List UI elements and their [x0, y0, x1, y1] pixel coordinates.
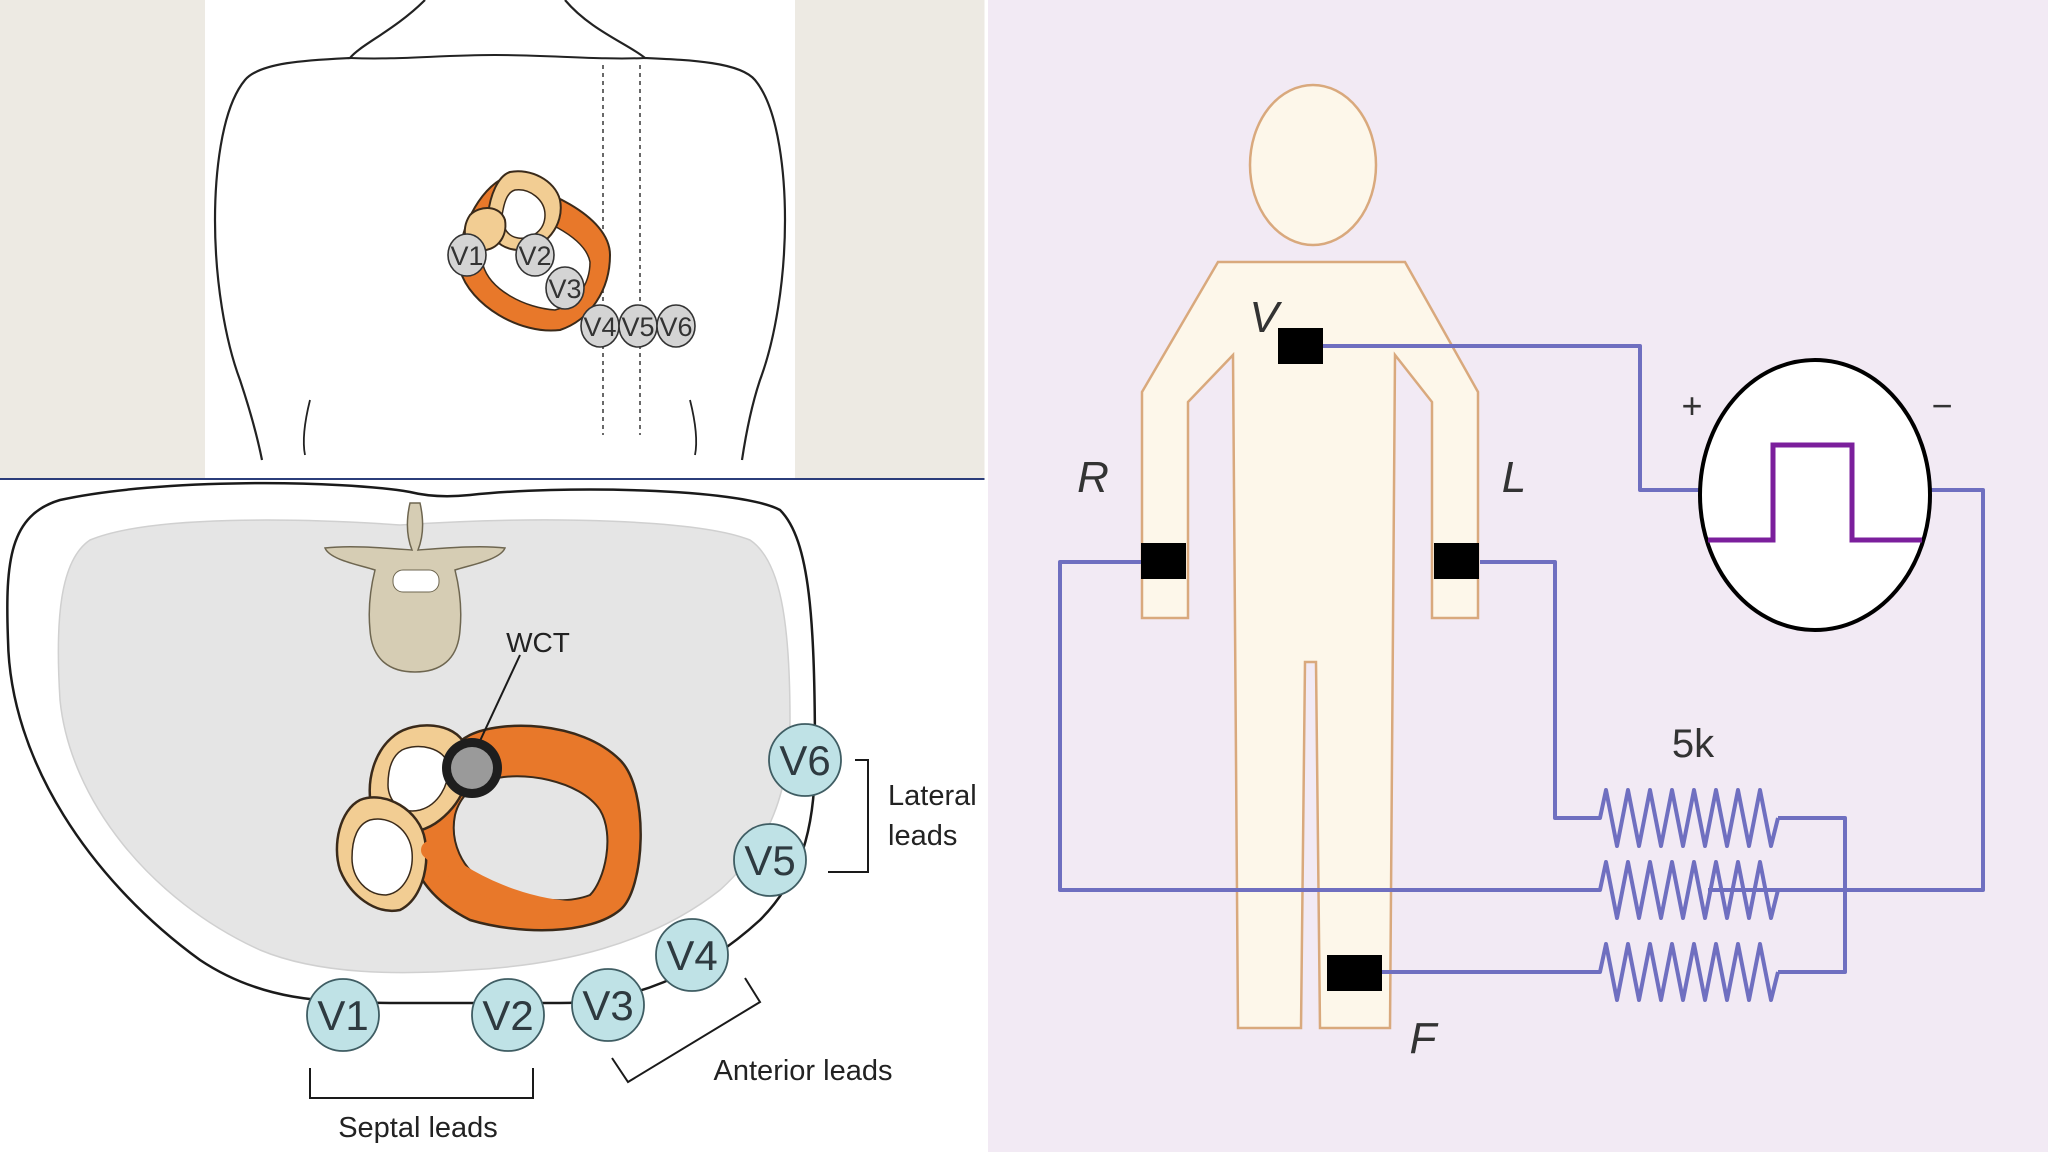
- svg-text:V4: V4: [583, 312, 616, 342]
- svg-text:V3: V3: [548, 274, 581, 304]
- v-label: V: [1249, 293, 1282, 342]
- svg-text:V1: V1: [450, 241, 483, 271]
- lead-v4: V4: [655, 918, 729, 992]
- r-label: R: [1077, 453, 1109, 502]
- minus-sign: −: [1931, 385, 1952, 426]
- resistor-middle: [1595, 860, 1780, 920]
- electrode-l: [1434, 543, 1479, 579]
- resistor-value-label: 5k: [1672, 722, 1715, 766]
- lead-v1: V1: [306, 978, 380, 1052]
- chest-lead-placement-panel: V1 V2 V3 V4 V5 V6: [0, 0, 985, 478]
- wct-label: WCT: [506, 627, 570, 658]
- electrode-v: [1278, 328, 1323, 364]
- torso-right-outline: [564, 0, 787, 461]
- lead-v6-small: V6: [656, 304, 696, 348]
- lateral-bracket: [828, 759, 869, 873]
- svg-text:V6: V6: [779, 737, 830, 784]
- svg-text:V1: V1: [317, 992, 368, 1039]
- svg-text:V5: V5: [621, 312, 654, 342]
- wct-marker: [442, 654, 521, 798]
- lead-v5-small: V5: [618, 304, 658, 348]
- lateral-leads-label-1: Lateral: [888, 780, 977, 812]
- resistor-top: [1595, 788, 1780, 848]
- left-arm-inner: [302, 399, 311, 456]
- lead-v4-small: V4: [580, 304, 620, 348]
- resistor-bottom: [1595, 942, 1780, 1002]
- circuit-wires: [1058, 344, 1985, 974]
- lead-v6: V6: [768, 723, 842, 797]
- septal-leads-label: Septal leads: [338, 1112, 498, 1144]
- lead-v3: V3: [571, 968, 645, 1042]
- svg-text:V3: V3: [582, 982, 633, 1029]
- figure-body: [1140, 260, 1480, 1030]
- oscilloscope-icon: [1698, 358, 1932, 632]
- anterior-leads-label: Anterior leads: [714, 1055, 893, 1087]
- heart-large-icon: [335, 724, 642, 932]
- svg-text:V2: V2: [482, 992, 533, 1039]
- plus-sign: +: [1681, 385, 1702, 426]
- l-label: L: [1502, 453, 1526, 502]
- septal-bracket: [309, 1068, 534, 1099]
- electrode-f: [1327, 955, 1382, 991]
- vertebra-icon: [323, 502, 507, 673]
- electrode-r: [1141, 543, 1186, 579]
- wilson-circuit-panel: 5k V R L F + −: [988, 0, 2048, 1152]
- lead-v1-small: V1: [447, 233, 487, 277]
- right-arm-inner: [689, 399, 698, 456]
- lead-v3-small: V3: [545, 266, 585, 310]
- lead-v5: V5: [733, 823, 807, 897]
- svg-text:V5: V5: [744, 837, 795, 884]
- clavicle-line: [349, 53, 646, 60]
- lead-v2-small: V2: [515, 233, 555, 277]
- thorax-cross-section-panel: WCT V1 V2 V3 V4 V5 V6 Septal leads: [0, 481, 985, 1152]
- svg-text:V2: V2: [518, 241, 551, 271]
- lateral-leads-label-2: leads: [888, 820, 957, 852]
- anterior-bracket: [611, 977, 762, 1084]
- lead-v2: V2: [471, 978, 545, 1052]
- svg-text:V6: V6: [659, 312, 692, 342]
- human-figure: [1140, 83, 1480, 1030]
- f-label: F: [1410, 1014, 1439, 1063]
- figure-head: [1248, 83, 1378, 247]
- svg-text:V4: V4: [666, 932, 717, 979]
